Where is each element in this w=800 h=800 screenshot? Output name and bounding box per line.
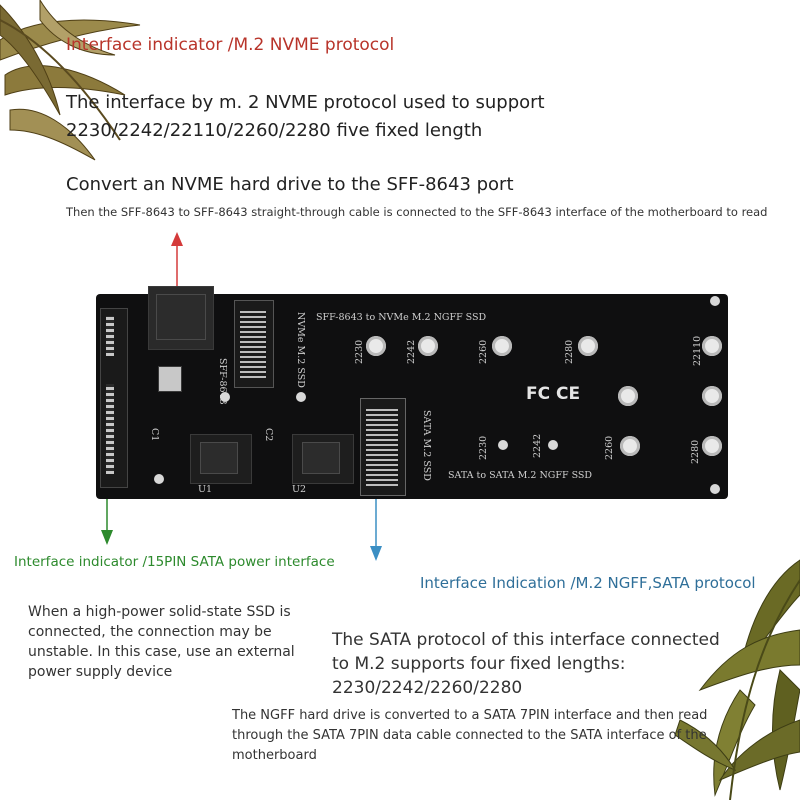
convert-subtitle: Then the SFF-8643 to SFF-8643 straight-t… [66,205,768,219]
bottom-length-2260: 2260 [604,435,615,460]
mount-hole-2260 [492,336,512,356]
sata-connector [100,308,128,488]
top-length-2260: 2260 [478,339,489,364]
component-label-u2: U2 [292,484,307,495]
ngff-note: The NGFF hard drive is converted to a SA… [232,708,708,763]
bottom-hole-2260 [620,436,640,456]
certification-marks: FC CE [526,384,581,404]
intro-line-2: 2230/2242/22110/2260/2280 five fixed len… [66,120,483,141]
sata-note: The SATA protocol of this interface conn… [332,630,720,698]
bottom-length-2242: 2242 [532,433,543,458]
power-note: When a high-power solid-state SSD is con… [28,604,295,680]
component-label-u1: U1 [198,484,213,495]
adapter-board: SFF-8643 NVMe M.2 SSD SFF-8643 to NVMe M… [96,286,728,499]
bottom-hole-2242 [548,440,558,450]
intro-line-1: The interface by m. 2 NVME protocol used… [66,92,545,113]
blue-label: Interface Indication /M.2 NGFF,SATA prot… [420,574,756,592]
leaf-decoration-top-left [0,0,141,161]
via-hole [296,392,306,402]
top-length-2280: 2280 [564,339,575,364]
board-label-top: SFF-8643 to NVMe M.2 NGFF SSD [316,312,487,323]
via-hole [154,474,164,484]
top-length-2230: 2230 [354,339,365,364]
sata-data-pins [106,384,114,474]
nvme-slot-pins [240,308,266,378]
bottom-length-2230: 2230 [478,435,489,460]
sata-slot-label: SATA M.2 SSD [421,410,432,481]
component-label-c2: C2 [263,428,274,442]
leaf-decoration-bottom-right [674,559,800,800]
sata-slot-pins [366,406,398,486]
top-length-2242: 2242 [406,339,417,364]
mount-hole-right [702,386,722,406]
nvme-slot-label: NVMe M.2 SSD [295,312,306,388]
sff-latch [158,366,182,392]
mount-hole-2242 [418,336,438,356]
regulator-u2-body [302,442,340,474]
bottom-hole-2230 [498,440,508,450]
bottom-hole-2280 [702,436,722,456]
sata-power-pins [106,316,114,356]
regulator-u1-body [200,442,238,474]
mount-hole-middle [618,386,638,406]
via-hole [220,392,230,402]
board-label-bottom: SATA to SATA M.2 NGFF SSD [448,470,593,481]
sff-8643-socket [156,294,206,340]
title-top: Interface indicator /M.2 NVME protocol [66,35,395,55]
component-label-c1: C1 [149,428,160,442]
via-hole [710,484,720,494]
via-hole [710,296,720,306]
mount-hole-22110 [702,336,722,356]
mount-hole-2280 [578,336,598,356]
green-label: Interface indicator /15PIN SATA power in… [14,554,335,570]
bottom-length-2280: 2280 [690,439,701,464]
mount-hole-2230 [366,336,386,356]
top-length-22110: 22110 [692,335,703,366]
convert-heading: Convert an NVME hard drive to the SFF-86… [66,174,514,195]
